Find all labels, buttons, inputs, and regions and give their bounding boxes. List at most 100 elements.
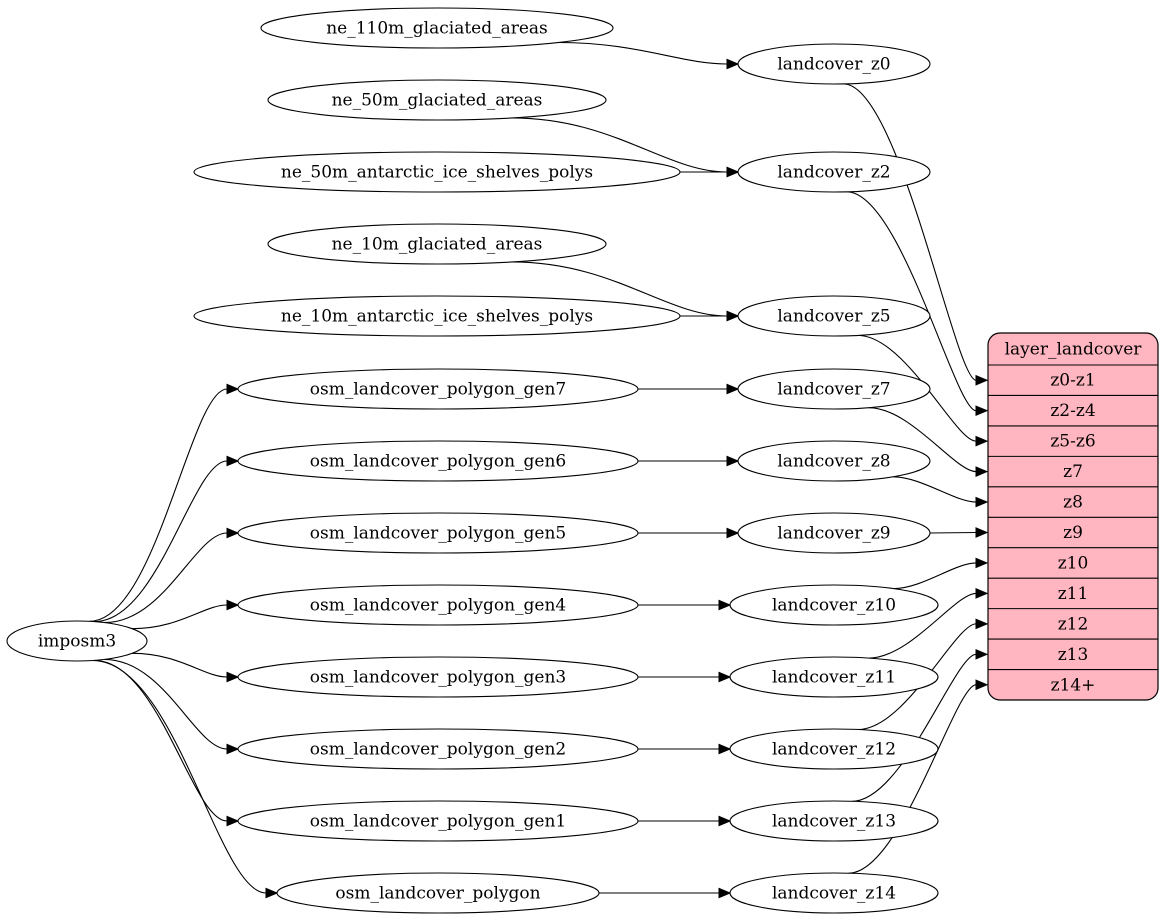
edge — [843, 83, 977, 381]
natural-earth-node-ne-50m-antarctic-ice-shelves-polys[interactable]: ne_50m_antarctic_ice_shelves_polys — [193, 151, 681, 193]
edge — [132, 652, 228, 678]
landcover-node-landcover-z11[interactable]: landcover_z11 — [729, 656, 939, 698]
node-layer: imposm3 ne_110m_glaciated_areas ne_50m_gla… — [6, 7, 939, 914]
node-ellipse-shape — [737, 295, 931, 337]
edge-arrowhead — [226, 815, 240, 827]
landcover-node-landcover-z13[interactable]: landcover_z13 — [729, 800, 939, 842]
node-label: osm_landcover_polygon — [335, 884, 540, 904]
table-row-label: z11 — [1058, 584, 1089, 604]
edge-arrowhead — [975, 374, 989, 386]
node-label: landcover_z12 — [772, 740, 896, 760]
natural-earth-node-ne-50m-glaciated-areas[interactable]: ne_50m_glaciated_areas — [267, 79, 607, 121]
table-row-label: z7 — [1063, 462, 1083, 482]
osm-node-osm-landcover-polygon-gen2[interactable]: osm_landcover_polygon_gen2 — [237, 728, 639, 770]
edge — [558, 41, 728, 65]
edge-arrowhead — [975, 679, 989, 691]
table-title: layer_landcover — [1005, 340, 1143, 360]
edge-arrowhead — [226, 527, 240, 539]
node-ellipse-shape — [729, 872, 939, 914]
edge-arrowhead — [726, 527, 740, 539]
edge-arrowhead — [718, 599, 732, 611]
node-ellipse-shape — [237, 728, 639, 770]
node-ellipse-shape — [267, 223, 607, 265]
node-ellipse-shape — [237, 800, 639, 842]
osm-node-osm-landcover-polygon[interactable]: osm_landcover_polygon — [276, 872, 600, 914]
node-ellipse-shape — [260, 7, 614, 49]
edge-arrowhead — [975, 557, 989, 569]
landcover-node-landcover-z5[interactable]: landcover_z5 — [737, 295, 931, 337]
osm-node-osm-landcover-polygon-gen6[interactable]: osm_landcover_polygon_gen6 — [237, 440, 639, 482]
edge — [848, 684, 977, 874]
table-row-label: z12 — [1058, 614, 1089, 634]
table-row-label: z2-z4 — [1050, 401, 1095, 421]
edge-arrowhead — [226, 383, 240, 395]
layer-landcover-table[interactable]: layer_landcoverz0-z1z2-z4z5-z6z7z8z9z10z… — [987, 332, 1159, 701]
landcover-node-landcover-z0[interactable]: landcover_z0 — [737, 43, 931, 85]
edge — [104, 532, 228, 624]
edge — [893, 562, 977, 590]
node-ellipse-shape — [729, 656, 939, 698]
edge — [511, 261, 728, 317]
edge — [846, 191, 977, 412]
landcover-node-landcover-z7[interactable]: landcover_z7 — [737, 368, 931, 410]
edge-arrowhead — [975, 466, 989, 477]
node-label: ne_50m_antarctic_ice_shelves_polys — [281, 163, 593, 183]
node-label: landcover_z0 — [777, 55, 890, 75]
landcover-node-landcover-z10[interactable]: landcover_z10 — [729, 584, 939, 626]
node-ellipse-shape — [193, 151, 681, 193]
edge-arrowhead — [975, 496, 989, 508]
natural-earth-node-ne-10m-glaciated-areas[interactable]: ne_10m_glaciated_areas — [267, 223, 607, 265]
osm-node-osm-landcover-polygon-gen4[interactable]: osm_landcover_polygon_gen4 — [237, 584, 639, 626]
natural-earth-node-ne-110m-glaciated-areas[interactable]: ne_110m_glaciated_areas — [260, 7, 614, 49]
node-ellipse-shape — [729, 728, 939, 770]
edge — [89, 388, 228, 622]
node-ellipse-shape — [237, 584, 639, 626]
node-label: landcover_z5 — [777, 307, 890, 327]
node-label: landcover_z7 — [777, 380, 890, 400]
edge — [94, 659, 228, 822]
edge-arrowhead — [975, 648, 989, 660]
table-row-label: z0-z1 — [1050, 371, 1095, 391]
edge-arrowhead — [718, 887, 732, 899]
node-label: imposm3 — [38, 632, 116, 652]
edge-arrowhead — [718, 743, 732, 755]
node-ellipse-shape — [237, 512, 639, 554]
source-node-imposm3[interactable]: imposm3 — [6, 620, 148, 662]
edge-arrowhead — [726, 455, 740, 467]
natural-earth-node-ne-10m-antarctic-ice-shelves-polys[interactable]: ne_10m_antarctic_ice_shelves_polys — [193, 295, 681, 337]
edge — [94, 460, 228, 623]
landcover-node-landcover-z14[interactable]: landcover_z14 — [729, 872, 939, 914]
node-label: ne_110m_glaciated_areas — [326, 19, 548, 39]
osm-node-osm-landcover-polygon-gen3[interactable]: osm_landcover_polygon_gen3 — [237, 656, 639, 698]
edge — [92, 659, 267, 894]
edge-arrowhead — [226, 599, 240, 611]
edge-arrowhead — [726, 166, 740, 178]
edge — [511, 117, 728, 173]
edge-arrowhead — [226, 671, 240, 683]
node-ellipse-shape — [237, 368, 639, 410]
node-label: osm_landcover_polygon_gen3 — [310, 668, 566, 688]
landcover-node-landcover-z8[interactable]: landcover_z8 — [737, 440, 931, 482]
edge-arrowhead — [726, 383, 740, 395]
node-ellipse-shape — [237, 656, 639, 698]
node-label: ne_10m_antarctic_ice_shelves_polys — [281, 307, 593, 327]
landcover-node-landcover-z9[interactable]: landcover_z9 — [737, 512, 931, 554]
node-ellipse-shape — [737, 151, 931, 193]
edge — [868, 407, 977, 473]
osm-node-osm-landcover-polygon-gen5[interactable]: osm_landcover_polygon_gen5 — [237, 512, 639, 554]
edge-arrowhead — [726, 58, 740, 70]
edge-arrowhead — [726, 310, 740, 322]
node-ellipse-shape — [6, 620, 148, 662]
table-row-label: z5-z6 — [1050, 432, 1095, 452]
edge-arrowhead — [718, 671, 732, 683]
node-label: osm_landcover_polygon_gen7 — [310, 380, 566, 400]
osm-node-osm-landcover-polygon-gen1[interactable]: osm_landcover_polygon_gen1 — [237, 800, 639, 842]
node-label: landcover_z2 — [777, 163, 890, 183]
landcover-node-landcover-z2[interactable]: landcover_z2 — [737, 151, 931, 193]
edge-arrowhead — [226, 455, 240, 467]
node-label: ne_10m_glaciated_areas — [332, 235, 543, 255]
table-row-label: z13 — [1058, 645, 1089, 665]
edge — [852, 653, 977, 802]
landcover-node-landcover-z12[interactable]: landcover_z12 — [729, 728, 939, 770]
osm-node-osm-landcover-polygon-gen7[interactable]: osm_landcover_polygon_gen7 — [237, 368, 639, 410]
